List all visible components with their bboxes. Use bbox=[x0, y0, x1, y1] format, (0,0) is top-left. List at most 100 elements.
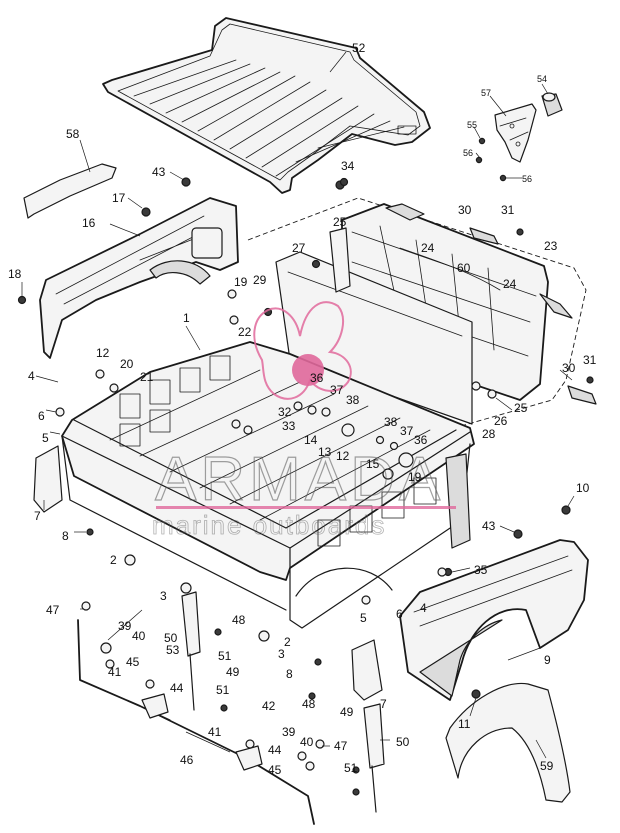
callout-3: 3 bbox=[278, 647, 285, 661]
callout-43: 43 bbox=[152, 165, 166, 179]
callout-47: 47 bbox=[334, 739, 348, 753]
tailgate-part bbox=[247, 197, 597, 433]
callout-25: 25 bbox=[514, 401, 528, 415]
callout-12: 12 bbox=[96, 346, 110, 360]
callout-50: 50 bbox=[164, 631, 178, 645]
callout-44: 44 bbox=[170, 681, 184, 695]
callout-22: 22 bbox=[238, 325, 252, 339]
callout-2: 2 bbox=[284, 635, 291, 649]
callout-17: 17 bbox=[112, 191, 126, 205]
right-side-panel-part bbox=[399, 539, 589, 701]
callout-15: 15 bbox=[366, 457, 380, 471]
callout-18: 18 bbox=[8, 267, 22, 281]
callout-44: 44 bbox=[268, 743, 282, 757]
rail-trim-part bbox=[23, 163, 117, 219]
callout-56: 56 bbox=[463, 148, 473, 158]
callout-24: 24 bbox=[421, 241, 435, 255]
callout-13: 13 bbox=[318, 445, 332, 459]
callout-39: 39 bbox=[282, 725, 296, 739]
callout-52: 52 bbox=[352, 41, 366, 55]
callout-51: 51 bbox=[218, 649, 232, 663]
callout-7: 7 bbox=[380, 697, 387, 711]
callout-41: 41 bbox=[208, 725, 222, 739]
callout-4: 4 bbox=[420, 601, 427, 615]
bed-mat-part bbox=[102, 17, 431, 194]
callout-38: 38 bbox=[346, 393, 360, 407]
callout-25: 25 bbox=[333, 215, 347, 229]
callout-11: 11 bbox=[458, 717, 471, 731]
callout-50: 50 bbox=[396, 735, 410, 749]
callout-19: 19 bbox=[234, 275, 248, 289]
callout-3: 3 bbox=[160, 589, 167, 603]
callout-49: 49 bbox=[340, 705, 354, 719]
callout-2: 2 bbox=[110, 553, 117, 567]
callout-51: 51 bbox=[216, 683, 230, 697]
linkage-rod-part bbox=[77, 619, 315, 825]
callout-49: 49 bbox=[226, 665, 240, 679]
callout-38: 38 bbox=[384, 415, 398, 429]
callout-27: 27 bbox=[292, 241, 306, 255]
hinge-plate-part bbox=[329, 180, 351, 293]
callout-14: 14 bbox=[304, 433, 318, 447]
watermark-brand: ARMADA bbox=[155, 445, 444, 514]
bed-box-part bbox=[61, 341, 475, 629]
callout-40: 40 bbox=[300, 735, 314, 749]
callout-53: 53 bbox=[166, 643, 180, 657]
callout-45: 45 bbox=[126, 655, 140, 669]
callout-36: 36 bbox=[310, 371, 324, 385]
callout-37: 37 bbox=[400, 424, 414, 438]
watermark-tagline: marine outboards bbox=[152, 510, 386, 540]
callout-45: 45 bbox=[268, 763, 282, 777]
callout-24: 24 bbox=[503, 277, 517, 291]
callout-29: 29 bbox=[253, 273, 267, 287]
callout-28: 28 bbox=[482, 427, 496, 441]
callout-57: 57 bbox=[481, 88, 491, 98]
callout-60: 60 bbox=[457, 261, 471, 275]
mud-guard-part bbox=[33, 445, 383, 701]
callout-32: 32 bbox=[278, 405, 292, 419]
callout-36: 36 bbox=[414, 433, 428, 447]
callout-31: 31 bbox=[501, 203, 515, 217]
callout-55: 55 bbox=[467, 120, 477, 130]
callout-51: 51 bbox=[344, 761, 358, 775]
callout-39: 39 bbox=[118, 619, 132, 633]
callout-41: 41 bbox=[108, 665, 122, 679]
armada-watermark: ARMADA marine outboards bbox=[152, 301, 456, 540]
callout-47: 47 bbox=[46, 603, 60, 617]
left-side-panel-part bbox=[39, 197, 239, 359]
callout-6: 6 bbox=[396, 607, 403, 621]
callout-4: 4 bbox=[28, 369, 35, 383]
callout-26: 26 bbox=[494, 414, 508, 428]
callout-30: 30 bbox=[458, 203, 472, 217]
hinge-bracket-part bbox=[475, 92, 563, 182]
callout-37: 37 bbox=[330, 383, 344, 397]
callout-16: 16 bbox=[82, 216, 96, 230]
fender-flare-part bbox=[445, 682, 571, 803]
callout-48: 48 bbox=[232, 613, 246, 627]
callout-19: 19 bbox=[408, 470, 422, 484]
callout-23: 23 bbox=[544, 239, 558, 253]
callout-30: 30 bbox=[562, 361, 576, 375]
callout-5: 5 bbox=[42, 431, 49, 445]
callout-7: 7 bbox=[34, 509, 41, 523]
callout-5: 5 bbox=[360, 611, 367, 625]
callout-34: 34 bbox=[341, 159, 355, 173]
callout-20: 20 bbox=[120, 357, 134, 371]
callout-21: 21 bbox=[140, 370, 154, 384]
callout-12: 12 bbox=[336, 449, 350, 463]
callout-54: 54 bbox=[537, 74, 547, 84]
callout-56: 56 bbox=[522, 174, 532, 184]
callout-43: 43 bbox=[482, 519, 496, 533]
gas-strut-part bbox=[181, 591, 385, 813]
leader-lines bbox=[21, 51, 575, 759]
callout-labels: 52 54 57 55 56 56 58 43 34 17 16 30 31 2… bbox=[8, 41, 597, 777]
callout-8: 8 bbox=[286, 667, 293, 681]
callout-6: 6 bbox=[38, 409, 45, 423]
callout-8: 8 bbox=[62, 529, 69, 543]
watermark-logo bbox=[253, 301, 352, 400]
callout-10: 10 bbox=[576, 481, 590, 495]
callout-42: 42 bbox=[262, 699, 276, 713]
callout-1: 1 bbox=[183, 311, 190, 325]
callout-59: 59 bbox=[540, 759, 554, 773]
callout-35: 35 bbox=[474, 563, 488, 577]
